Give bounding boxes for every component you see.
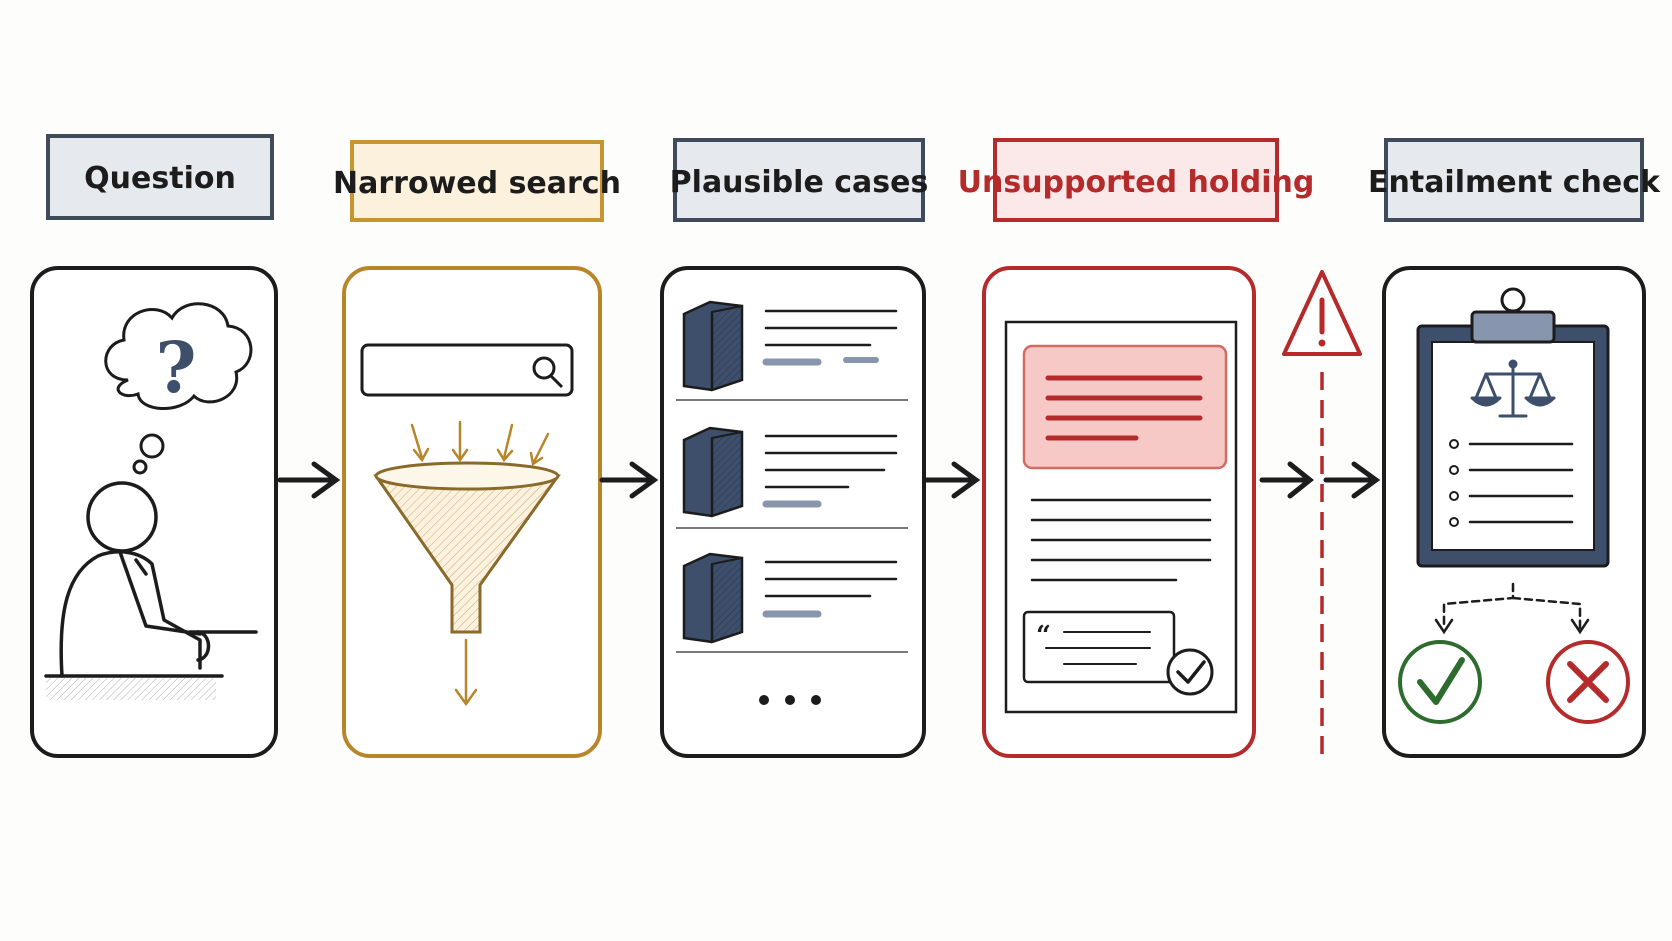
checklist-bullets bbox=[1449, 439, 1459, 527]
stage-label-entailment-check: Entailment check bbox=[1368, 138, 1661, 222]
citation-card: “ bbox=[1022, 610, 1176, 684]
stage-label-text: Entailment check bbox=[1368, 165, 1661, 200]
stage-label-text: Plausible cases bbox=[670, 165, 929, 200]
question-mark-icon: ? bbox=[155, 326, 196, 409]
book-icon bbox=[682, 300, 744, 392]
stage-label-narrowed-search: Narrowed search bbox=[333, 140, 621, 222]
clipboard-icon bbox=[1416, 287, 1610, 568]
book-icon bbox=[682, 552, 744, 644]
highlighted-text-icon bbox=[1022, 344, 1228, 470]
text-lines bbox=[764, 560, 898, 598]
label-box bbox=[46, 134, 274, 220]
label-box bbox=[1384, 138, 1644, 222]
checklist-lines bbox=[1468, 442, 1574, 524]
panel-plausible-cases bbox=[660, 266, 926, 758]
case-entry bbox=[682, 552, 898, 644]
thought-bubble-icon bbox=[104, 302, 253, 475]
flow-arrow bbox=[1259, 461, 1381, 499]
case-entry bbox=[682, 300, 898, 392]
stage-label-question: Question bbox=[46, 134, 274, 220]
input-arrows bbox=[410, 420, 550, 467]
case-entry bbox=[682, 426, 898, 518]
stage-label-plausible-cases: Plausible cases bbox=[670, 138, 929, 222]
body-text-lines bbox=[1030, 498, 1212, 582]
flow-arrow bbox=[599, 461, 659, 499]
ellipsis-icon bbox=[759, 695, 821, 705]
thinking-person-icon bbox=[44, 481, 258, 678]
panel-entailment-check bbox=[1382, 266, 1646, 758]
search-bar-icon bbox=[360, 343, 574, 397]
label-box bbox=[993, 138, 1279, 222]
label-box bbox=[673, 138, 925, 222]
valid-check-icon bbox=[1398, 640, 1482, 724]
quote-icon: “ bbox=[1036, 621, 1051, 651]
panel-unsupported-holding: “ bbox=[982, 266, 1256, 758]
text-lines bbox=[764, 309, 898, 347]
flow-arrow bbox=[277, 461, 341, 499]
flow-arrow bbox=[923, 461, 981, 499]
funnel-icon bbox=[373, 461, 561, 634]
warning-triangle-icon bbox=[1282, 270, 1362, 356]
stage-label-text: Unsupported holding bbox=[958, 165, 1315, 200]
scales-of-justice-icon bbox=[1470, 359, 1556, 418]
branch-arrowheads bbox=[1434, 618, 1590, 635]
stage-label-text: Question bbox=[84, 161, 236, 196]
decision-branch bbox=[1442, 582, 1582, 630]
desk-shadow bbox=[46, 678, 216, 700]
stage-label-text: Narrowed search bbox=[333, 166, 621, 201]
magnifier-icon bbox=[532, 356, 564, 389]
output-arrow bbox=[454, 638, 478, 707]
panel-question: ? bbox=[30, 266, 278, 758]
text-lines bbox=[764, 434, 898, 489]
label-box bbox=[350, 140, 604, 222]
checkmark-icon bbox=[1166, 648, 1214, 696]
stage-label-unsupported-holding: Unsupported holding bbox=[958, 138, 1315, 222]
book-icon bbox=[682, 426, 744, 518]
invalid-cross-icon bbox=[1546, 640, 1630, 724]
panel-narrowed-search bbox=[342, 266, 602, 758]
